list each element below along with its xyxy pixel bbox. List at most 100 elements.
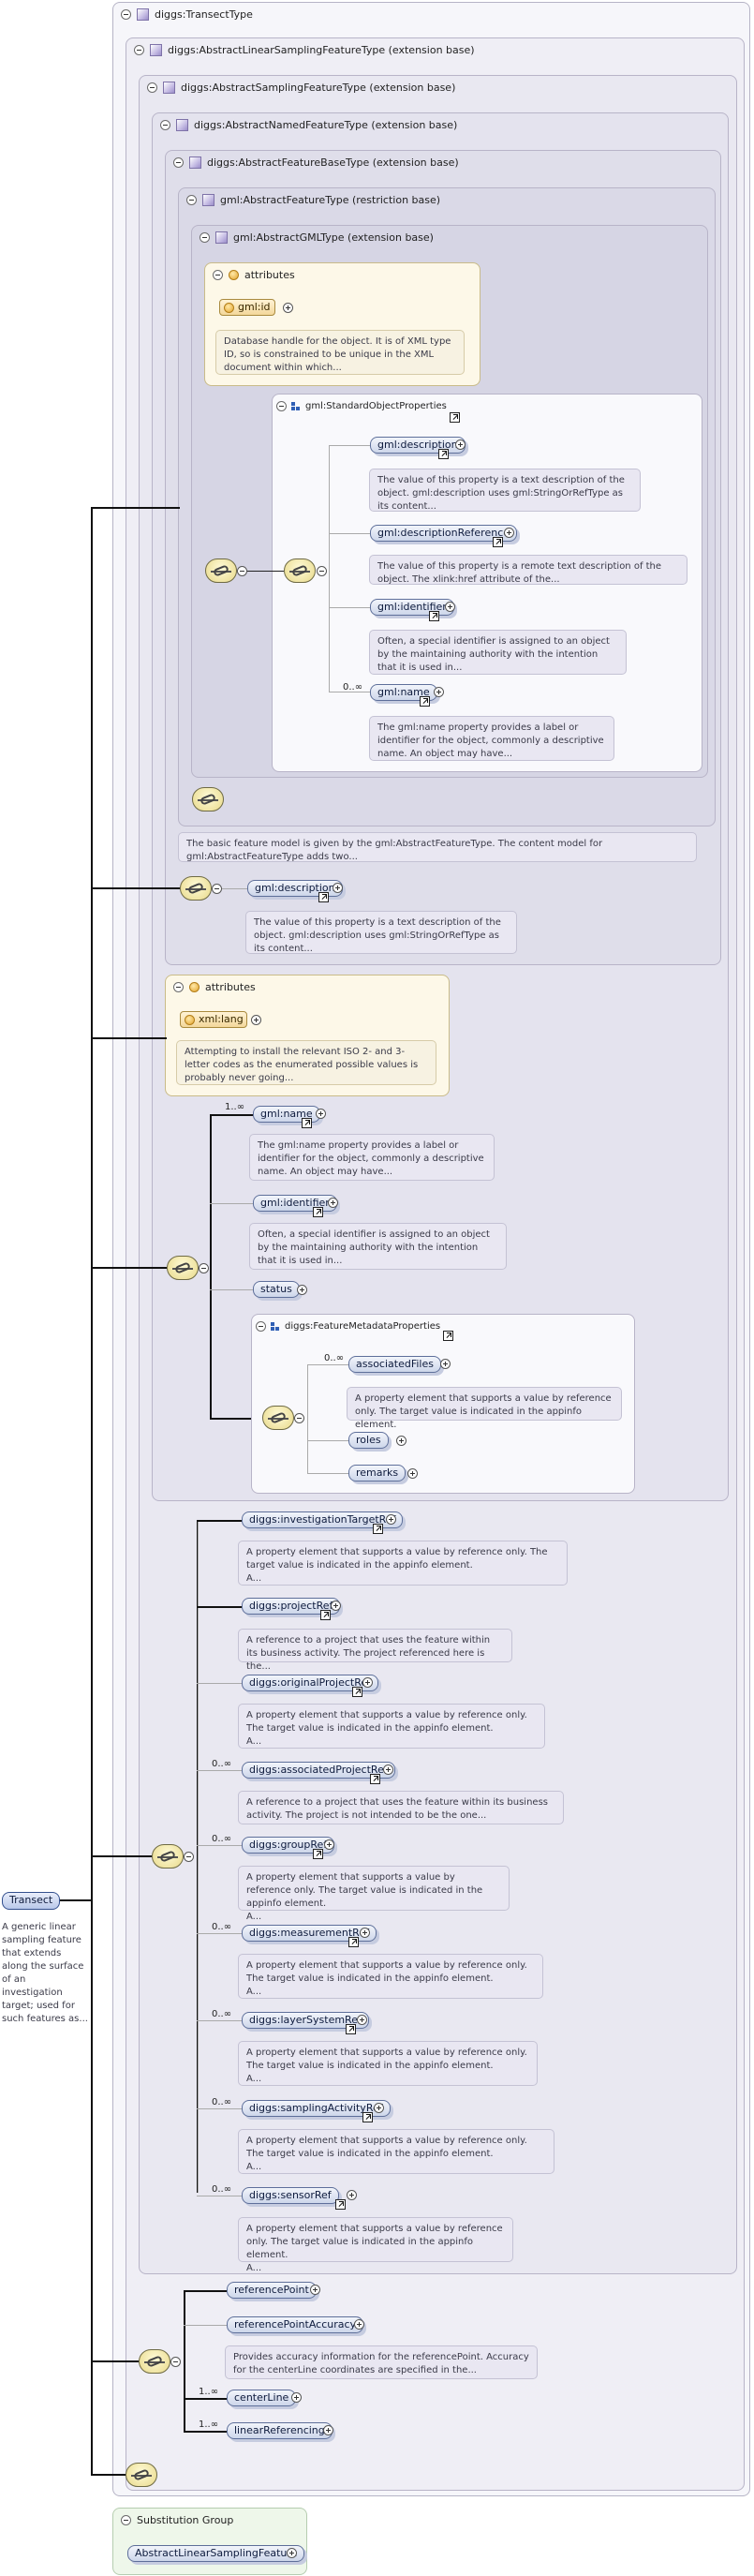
expand-icon[interactable] bbox=[310, 2285, 320, 2295]
collapse-icon[interactable] bbox=[173, 982, 184, 992]
expand-icon[interactable] bbox=[407, 1468, 418, 1479]
measurement-ref-element[interactable]: diggs:measurementRef bbox=[242, 1925, 377, 1942]
expand-icon[interactable] bbox=[396, 1436, 407, 1446]
collapse-icon[interactable] bbox=[199, 1263, 209, 1273]
link-icon[interactable] bbox=[370, 1774, 380, 1784]
named-feature-header[interactable]: diggs:AbstractNamedFeatureType (extensio… bbox=[160, 119, 457, 131]
expand-icon[interactable] bbox=[360, 1928, 370, 1938]
expand-icon[interactable] bbox=[323, 2425, 333, 2435]
link-icon[interactable] bbox=[438, 449, 449, 459]
link-icon[interactable] bbox=[373, 1524, 383, 1534]
collapse-icon[interactable] bbox=[186, 195, 197, 205]
investigation-target-ref-element[interactable]: diggs:investigationTargetRef bbox=[242, 1511, 404, 1528]
expand-icon[interactable] bbox=[328, 1198, 338, 1208]
expand-icon[interactable] bbox=[297, 1285, 307, 1295]
transect-type-header[interactable]: diggs:TransectType bbox=[121, 8, 253, 21]
expand-icon[interactable] bbox=[357, 2015, 367, 2025]
link-icon[interactable] bbox=[348, 1937, 359, 1947]
abstract-linear-sampling-feature-element[interactable]: AbstractLinearSamplingFeature bbox=[127, 2545, 305, 2562]
status-element[interactable]: status bbox=[253, 1281, 300, 1298]
sensor-ref-element[interactable]: diggs:sensorRef bbox=[242, 2187, 339, 2204]
link-icon[interactable] bbox=[320, 1610, 331, 1620]
expand-icon[interactable] bbox=[434, 687, 444, 697]
collapse-icon[interactable] bbox=[173, 157, 184, 168]
center-line-element[interactable]: centerLine bbox=[227, 2390, 297, 2406]
expand-icon[interactable] bbox=[504, 528, 514, 538]
expand-icon[interactable] bbox=[386, 1514, 396, 1525]
associated-project-ref-element[interactable]: diggs:associatedProjectRef bbox=[242, 1762, 395, 1779]
standard-props-header[interactable]: gml:StandardObjectProperties bbox=[276, 401, 447, 411]
group-ref-element[interactable]: diggs:groupRef bbox=[242, 1837, 335, 1854]
expand-icon[interactable] bbox=[455, 439, 466, 450]
expand-icon[interactable] bbox=[440, 1359, 451, 1369]
collapse-icon[interactable] bbox=[212, 884, 222, 894]
reference-point-accuracy-element[interactable]: referencePointAccuracy bbox=[227, 2316, 364, 2333]
substitution-group-header[interactable]: Substitution Group bbox=[121, 2514, 233, 2526]
collapse-icon[interactable] bbox=[317, 566, 327, 576]
collapse-icon[interactable] bbox=[294, 1413, 304, 1423]
gml-identifier-element[interactable]: gml:identifier bbox=[370, 599, 454, 616]
collapse-icon[interactable] bbox=[184, 1852, 194, 1862]
fb-gml-description-element[interactable]: gml:description bbox=[247, 880, 343, 897]
link-icon[interactable] bbox=[302, 1118, 312, 1128]
collapse-icon[interactable] bbox=[134, 45, 144, 55]
expand-icon[interactable] bbox=[362, 1677, 373, 1688]
layer-system-ref-element[interactable]: diggs:layerSystemRef bbox=[242, 2012, 369, 2029]
collapse-icon[interactable] bbox=[237, 566, 247, 576]
reference-point-element[interactable]: referencePoint bbox=[227, 2282, 317, 2299]
gml-description-reference-element[interactable]: gml:descriptionReference bbox=[370, 525, 518, 542]
link-icon[interactable] bbox=[443, 1331, 453, 1341]
transect-element[interactable]: Transect bbox=[2, 1892, 61, 1910]
expand-icon[interactable] bbox=[316, 1109, 326, 1119]
link-icon[interactable] bbox=[352, 1687, 362, 1697]
collapse-icon[interactable] bbox=[170, 2357, 181, 2367]
expand-icon[interactable] bbox=[383, 1764, 393, 1775]
xml-lang-attribute[interactable]: xml:lang bbox=[180, 1011, 247, 1028]
feature-meta-header[interactable]: diggs:FeatureMetadataProperties bbox=[256, 1321, 440, 1332]
sampling-header[interactable]: diggs:AbstractSamplingFeatureType (exten… bbox=[147, 82, 455, 94]
expand-icon[interactable] bbox=[331, 1601, 341, 1611]
collapse-icon[interactable] bbox=[213, 270, 223, 280]
sampling-activity-ref-element[interactable]: diggs:samplingActivityRef bbox=[242, 2100, 391, 2117]
gml-attributes-header[interactable]: attributes bbox=[213, 269, 295, 281]
collapse-icon[interactable] bbox=[276, 401, 287, 411]
expand-icon[interactable] bbox=[333, 883, 343, 893]
link-icon[interactable] bbox=[429, 611, 439, 621]
collapse-icon[interactable] bbox=[121, 9, 131, 20]
expand-icon[interactable] bbox=[291, 2392, 302, 2403]
gml-object-header[interactable]: gml:AbstractGMLType (extension base) bbox=[200, 231, 434, 244]
named-attributes-header[interactable]: attributes bbox=[173, 981, 256, 993]
collapse-icon[interactable] bbox=[121, 2515, 131, 2525]
gml-description-element[interactable]: gml:description bbox=[370, 437, 466, 454]
roles-element[interactable]: roles bbox=[348, 1432, 389, 1449]
gml-id-attribute[interactable]: gml:id bbox=[219, 299, 275, 316]
expand-icon[interactable] bbox=[347, 2190, 357, 2200]
expand-icon[interactable] bbox=[251, 1015, 261, 1025]
gml-feature-header[interactable]: gml:AbstractFeatureType (restriction bas… bbox=[186, 194, 440, 206]
named-gml-identifier-element[interactable]: gml:identifier bbox=[253, 1195, 337, 1212]
link-icon[interactable] bbox=[362, 2112, 373, 2122]
link-icon[interactable] bbox=[450, 412, 460, 423]
link-icon[interactable] bbox=[313, 1849, 323, 1859]
expand-icon[interactable] bbox=[445, 602, 455, 612]
collapse-icon[interactable] bbox=[256, 1321, 266, 1332]
associated-files-element[interactable]: associatedFiles bbox=[348, 1356, 441, 1373]
link-icon[interactable] bbox=[318, 892, 329, 902]
collapse-icon[interactable] bbox=[147, 82, 157, 93]
link-icon[interactable] bbox=[335, 2199, 346, 2210]
link-icon[interactable] bbox=[346, 2024, 356, 2034]
remarks-element[interactable]: remarks bbox=[348, 1465, 407, 1482]
project-ref-element[interactable]: diggs:projectRef bbox=[242, 1598, 341, 1615]
linear-sampling-header[interactable]: diggs:AbstractLinearSamplingFeatureType … bbox=[134, 44, 475, 56]
expand-icon[interactable] bbox=[374, 2103, 384, 2113]
link-icon[interactable] bbox=[313, 1207, 323, 1217]
collapse-icon[interactable] bbox=[160, 120, 170, 130]
expand-icon[interactable] bbox=[283, 303, 293, 313]
link-icon[interactable] bbox=[420, 696, 430, 707]
link-icon[interactable] bbox=[493, 537, 503, 547]
linear-referencing-element[interactable]: linearReferencing bbox=[227, 2422, 333, 2439]
expand-icon[interactable] bbox=[287, 2548, 297, 2558]
expand-icon[interactable] bbox=[354, 2319, 364, 2330]
feature-base-header[interactable]: diggs:AbstractFeatureBaseType (extension… bbox=[173, 156, 459, 169]
expand-icon[interactable] bbox=[324, 1839, 334, 1850]
